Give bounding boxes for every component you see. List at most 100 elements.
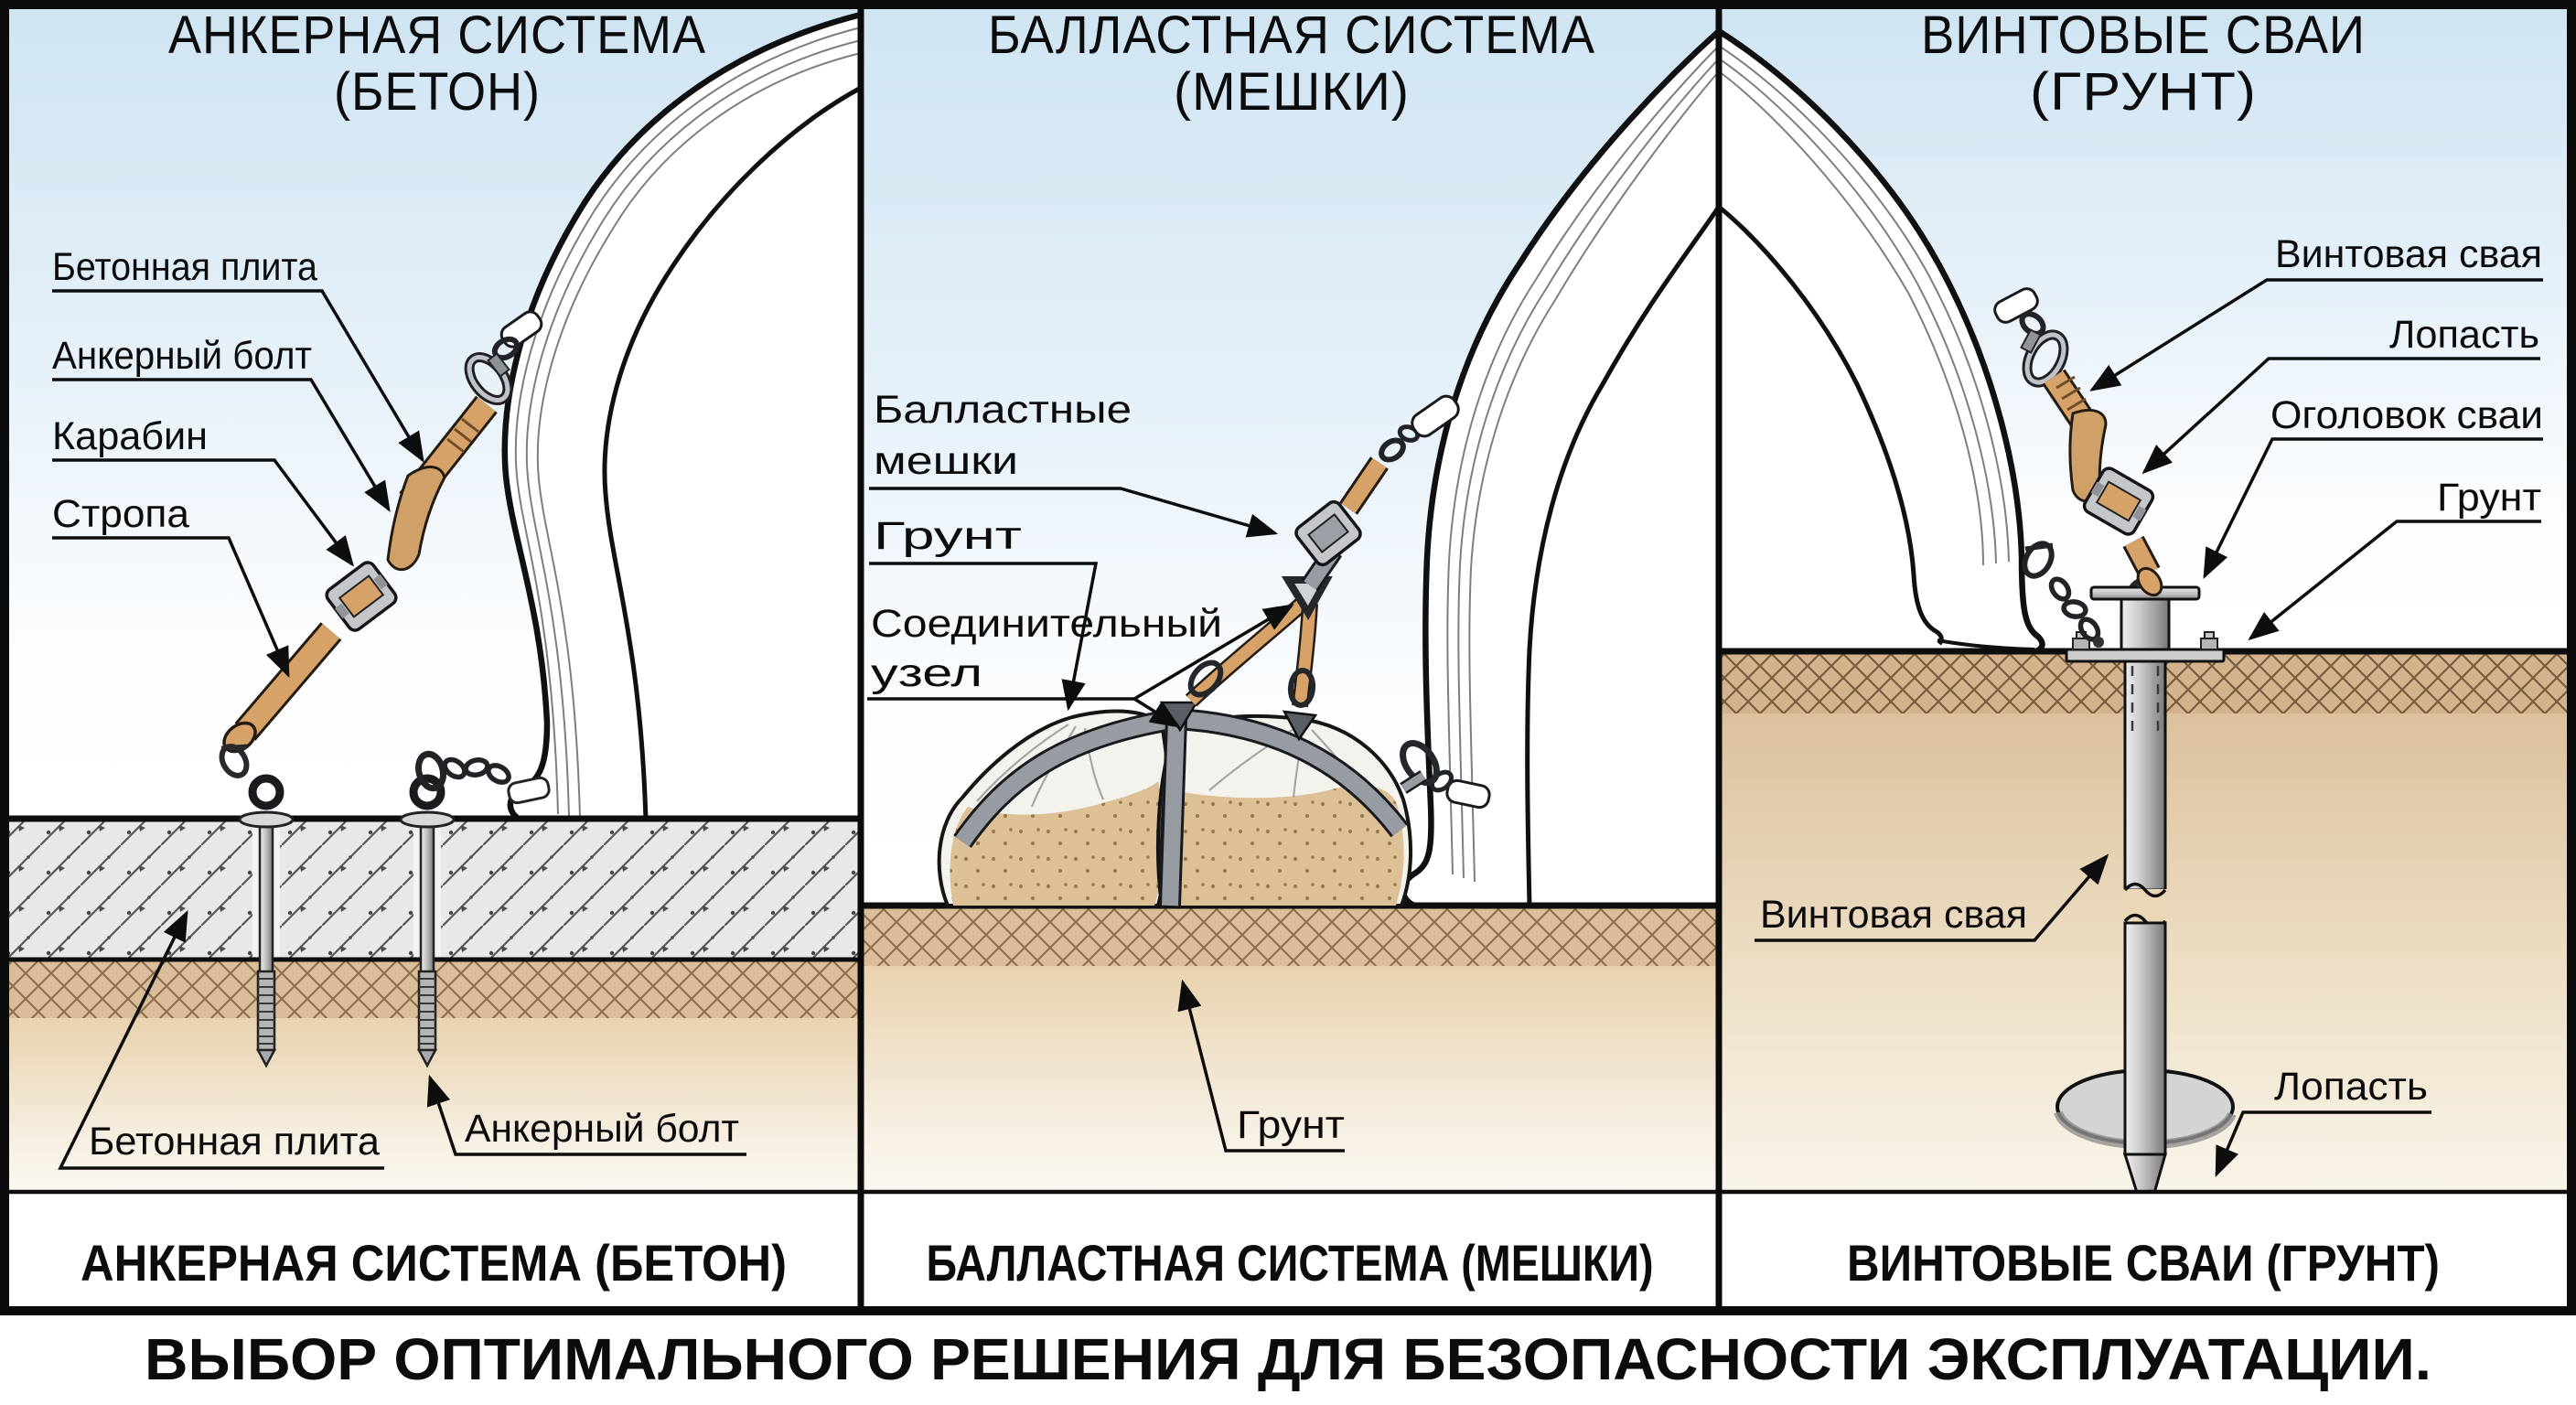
- label-carabiner: Карабин: [52, 414, 208, 458]
- chain-link: [1397, 424, 1421, 443]
- label-ground-mid: Грунт: [874, 514, 1022, 558]
- bag-fitting-right: [1282, 710, 1318, 742]
- dome-contour-line: [1468, 70, 1720, 883]
- chain-link: [2019, 311, 2046, 337]
- label-pile-head: Оголовок сваи: [2270, 393, 2543, 437]
- strap-end-loop: [2136, 566, 2163, 597]
- ratchet-strap-slot: [338, 574, 385, 618]
- shackle-pin: [2024, 542, 2054, 552]
- dome-contour-line: [1446, 45, 1720, 875]
- label-anchor-bolt-top: Анкерный болт: [52, 334, 312, 378]
- dome-contour-line: [525, 39, 862, 817]
- base-plate-bolts: [2072, 631, 2218, 650]
- dome-skirt-tab: [507, 776, 551, 805]
- strap-stitching: [2055, 375, 2087, 412]
- shackle-pin: [220, 744, 248, 751]
- screw-pile: [2054, 576, 2237, 1228]
- label-screw-pile-right: Винтовая свая: [2275, 232, 2542, 276]
- panel2-labels: Балластные мешки Грунт Соединительный уз…: [867, 388, 1345, 1153]
- label-ballast-bags-line1: Балластные: [874, 388, 1132, 432]
- harness-strap-right: [1175, 711, 1407, 836]
- panel2-caption: БАЛЛАСТНАЯ СИСТЕМА (МЕШКИ): [927, 1234, 1654, 1292]
- panel1-caption: АНКЕРНАЯ СИСТЕМА (БЕТОН): [80, 1234, 787, 1292]
- strap-assembly: [1993, 287, 2163, 648]
- subsoil: [861, 966, 1719, 1192]
- dome-structure: [1400, 28, 1722, 908]
- ratchet-strap-slot: [1307, 513, 1349, 553]
- panel-ballast-bags: Балластные мешки Грунт Соединительный уз…: [861, 5, 1722, 1192]
- chain-link: [442, 756, 467, 780]
- leader-ballast-bags: [869, 487, 1279, 538]
- panel3-title-line1: ВИНТОВЫЕ СВАИ: [1921, 5, 2366, 65]
- label-concrete-slab-bottom: Бетонная плита: [89, 1120, 380, 1164]
- label-concrete-slab-top: Бетонная плита: [52, 245, 317, 289]
- harness-strap-left: [955, 711, 1178, 847]
- carabiner-small: [415, 750, 446, 792]
- bolt-shaft: [258, 819, 274, 976]
- leader-carabiner: [52, 458, 354, 567]
- leader-blade-bottom: [2215, 1110, 2431, 1178]
- leader-ground-right: [2248, 520, 2541, 641]
- label-blade-bottom: Лопасть: [2274, 1065, 2428, 1109]
- leader-screw-pile-left: [1755, 853, 2109, 942]
- label-anchor-bolt-bottom: Анкерный болт: [465, 1107, 739, 1151]
- sand-layer-hatch: [861, 906, 1719, 966]
- panel-anchor-concrete: Бетонная плита Анкерный болт Карабин Стр…: [7, 5, 863, 1192]
- dome-outer-contour: [1717, 28, 2045, 654]
- ratchet-bar: [2090, 481, 2105, 498]
- panel3-caption: ВИНТОВЫЕ СВАИ (ГРУНТ): [1847, 1234, 2440, 1292]
- pile-shaft-lower: [2123, 921, 2167, 1156]
- bag-left-speckle: [950, 781, 1165, 906]
- panel2-title-line2: (МЕШКИ): [1174, 62, 1410, 122]
- dome-contour-line: [1457, 58, 1720, 879]
- harness-strap-front: [1162, 718, 1185, 906]
- leader-blade-right: [2141, 357, 2540, 475]
- ratchet-buckle: [325, 561, 398, 632]
- leader-anchor-bolt-bottom: [426, 1074, 746, 1156]
- bolt-washer: [399, 810, 456, 829]
- label-screw-pile-left: Винтовая свая: [1760, 893, 2027, 937]
- strap-tan-upper: [1341, 457, 1387, 514]
- leader-pile-head: [2203, 437, 2543, 579]
- leader-screw-pile-right: [2089, 278, 2543, 391]
- frame: [0, 0, 2576, 1315]
- dome-outer-contour: [1400, 28, 1722, 908]
- label-connection-node-line1: Соединительный: [871, 602, 1222, 646]
- carabiner-small: [1287, 668, 1316, 708]
- chain-right: [415, 750, 551, 805]
- pile-shaft-upper: [2123, 660, 2167, 892]
- leader-anchor-bolt-top: [52, 378, 391, 512]
- dome-inner-arch: [602, 85, 863, 821]
- panel1-title-line2: (БЕТОН): [334, 62, 541, 122]
- strap-gray-stub: [1401, 772, 1426, 792]
- caption-boxes: АНКЕРНАЯ СИСТЕМА (БЕТОН) БАЛЛАСТНАЯ СИСТ…: [7, 1189, 2569, 1310]
- bolt-thread-lines: [419, 978, 435, 1045]
- panel1-labels: Бетонная плита Анкерный болт Карабин Стр…: [52, 245, 746, 1170]
- dome-strap-tab: [1411, 394, 1460, 438]
- carabiner-lock: [2020, 328, 2042, 354]
- leader-connection-node-lower: [1133, 697, 1181, 728]
- dome-structure: [501, 11, 863, 823]
- bolt-eye: [409, 774, 445, 810]
- ratchet-strap-slot: [2095, 480, 2142, 522]
- leader-ground-bottom: [1177, 979, 1345, 1153]
- dome-inner-arch: [1525, 205, 1722, 906]
- leader-sling: [52, 536, 290, 679]
- carabiner-lock: [487, 352, 510, 378]
- leader-concrete-slab-top: [52, 289, 424, 463]
- pile-tip: [2122, 1153, 2167, 1228]
- ratchet-buckle: [2082, 467, 2155, 536]
- strap-assembly: [219, 310, 543, 778]
- label-sling: Стропа: [52, 492, 189, 536]
- panel3-title-line2: (ГРУНТ): [2030, 62, 2257, 122]
- bag-strap-harness: [953, 701, 1409, 906]
- panel3-labels: Винтовая свая Лопасть Оголовок сваи Грун…: [1755, 232, 2543, 1178]
- bolt-eye: [248, 774, 284, 810]
- chain-link: [2061, 599, 2088, 619]
- label-ground-right: Грунт: [2437, 476, 2541, 520]
- ratchet-bar: [335, 603, 349, 619]
- label-connection-node-line2: узел: [871, 651, 982, 695]
- caption-box: [7, 1192, 861, 1310]
- label-ground-bottom: Грунт: [1237, 1103, 1345, 1147]
